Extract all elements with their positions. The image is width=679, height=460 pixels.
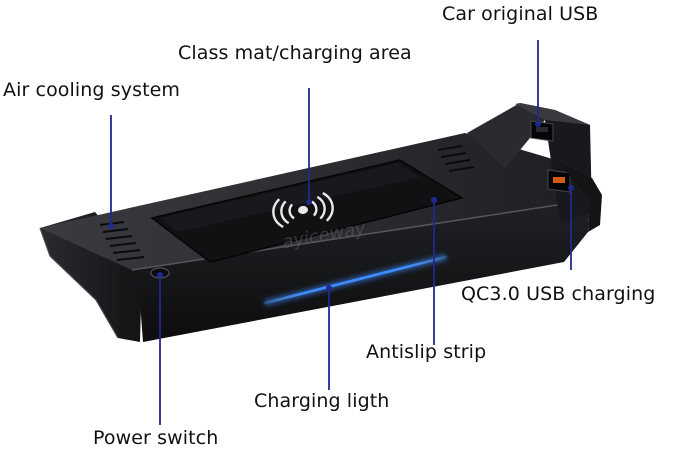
device-front-face: [132, 200, 590, 342]
device-right-side: [556, 160, 602, 232]
charging-mat-sheen: [160, 163, 420, 232]
charging-light-strip: [263, 255, 448, 305]
callout-dot-qc-usb: [568, 185, 574, 191]
wireless-symbol-icon: [272, 192, 334, 228]
car-usb-port-icon: [530, 120, 554, 142]
left-vent-grille: [99, 221, 145, 261]
usb-tower-top: [515, 103, 590, 125]
callout-lines: [110, 40, 572, 425]
callout-dots: [108, 121, 574, 291]
label-qc-usb: QC3.0 USB charging: [461, 283, 656, 305]
label-antislip: Antislip strip: [366, 341, 487, 363]
label-air-cooling: Air cooling system: [3, 79, 181, 101]
callout-dot-power-switch: [157, 272, 163, 278]
label-car-usb: Car original USB: [442, 3, 599, 25]
callout-dot-car-usb: [535, 121, 541, 127]
label-charging-area: Class mat/charging area: [178, 42, 412, 64]
callout-dot-charging-light: [326, 285, 332, 291]
callout-dot-antislip: [431, 197, 437, 203]
callout-dot-air-cooling: [108, 223, 114, 229]
qc-usb-port-icon: [547, 169, 571, 193]
usb-tower-side: [467, 103, 545, 168]
right-vent-grille: [437, 145, 475, 172]
callout-dot-charging-area: [306, 199, 312, 205]
left-end-cap-edge: [39, 227, 119, 339]
label-charging-light: Charging ligth: [254, 390, 390, 412]
usb-tower-front: [520, 103, 592, 222]
label-power-switch: Power switch: [93, 427, 219, 449]
